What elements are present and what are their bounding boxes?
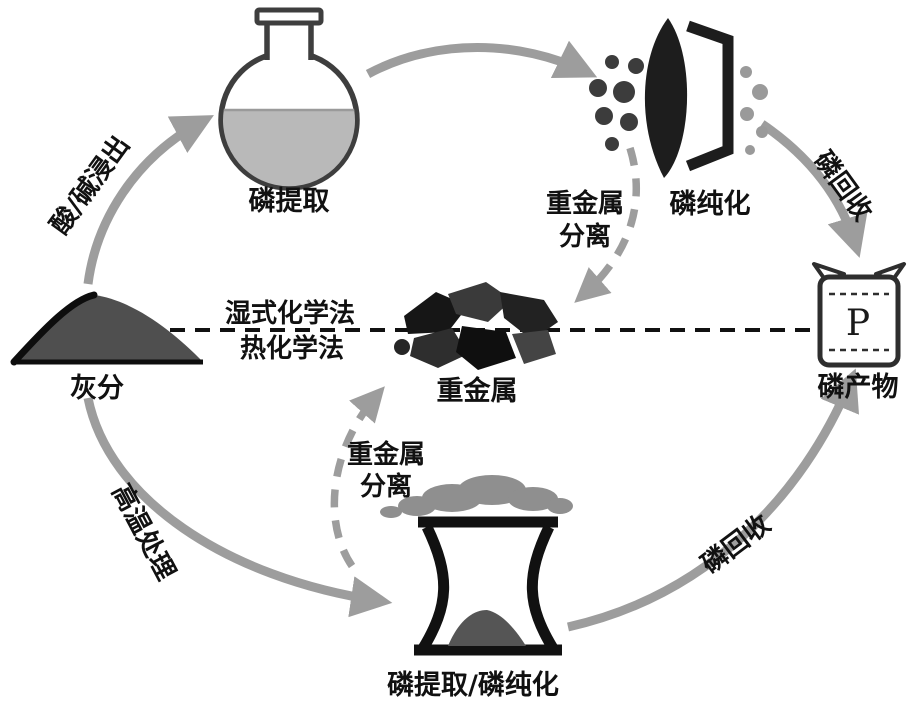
acid-leach-label: 酸/碱浸出 — [45, 131, 136, 240]
arrow-ash-to-furnace — [83, 397, 393, 618]
arrow-flask-to-purifier — [365, 40, 598, 78]
recovery-bottom-label: 磷回收 — [696, 509, 776, 580]
heavy-metal-label: 重金属 — [437, 375, 518, 407]
dashed-arrow-separation-bottom — [330, 386, 385, 569]
ash-pile-icon — [10, 291, 203, 366]
smoke-icon — [380, 475, 573, 518]
dashed-arrow-separation-top — [574, 146, 640, 303]
p-bag-icon: P — [812, 262, 906, 368]
membrane-bracket-icon — [685, 20, 734, 172]
wet-chemical-method-label: 湿式化学法 — [225, 298, 355, 329]
separation-bottom-label-line2: 分离 — [360, 471, 412, 502]
membrane-blade-icon — [644, 18, 688, 178]
arrow-purifier-to-product — [759, 120, 868, 258]
purifier-icon — [589, 18, 768, 178]
ash-label: 灰分 — [70, 373, 124, 404]
arrow-ash-to-flask — [83, 115, 214, 285]
flask-label: 磷提取 — [249, 186, 330, 217]
light-particles-icon — [740, 66, 768, 155]
furnace-ash-mound-icon — [448, 610, 526, 646]
dark-particles-icon — [589, 55, 644, 151]
heavy-metal-rocks-icon — [394, 282, 558, 370]
product-label: 磷产物 — [818, 372, 899, 403]
separation-top-label-line1: 重金属 — [546, 188, 624, 219]
purifier-label: 磷纯化 — [670, 188, 751, 220]
bag-letter: P — [846, 303, 870, 344]
flow-arrows — [83, 40, 868, 632]
separation-top-label-line2: 分离 — [559, 221, 611, 252]
separation-bottom-label-line1: 重金属 — [347, 439, 425, 470]
arrow-furnace-to-product — [567, 368, 859, 632]
flask-icon — [218, 7, 360, 191]
furnace-icon — [380, 475, 573, 656]
furnace-label: 磷提取/磷纯化 — [387, 669, 559, 701]
thermo-chemical-method-label: 热化学法 — [240, 333, 344, 364]
